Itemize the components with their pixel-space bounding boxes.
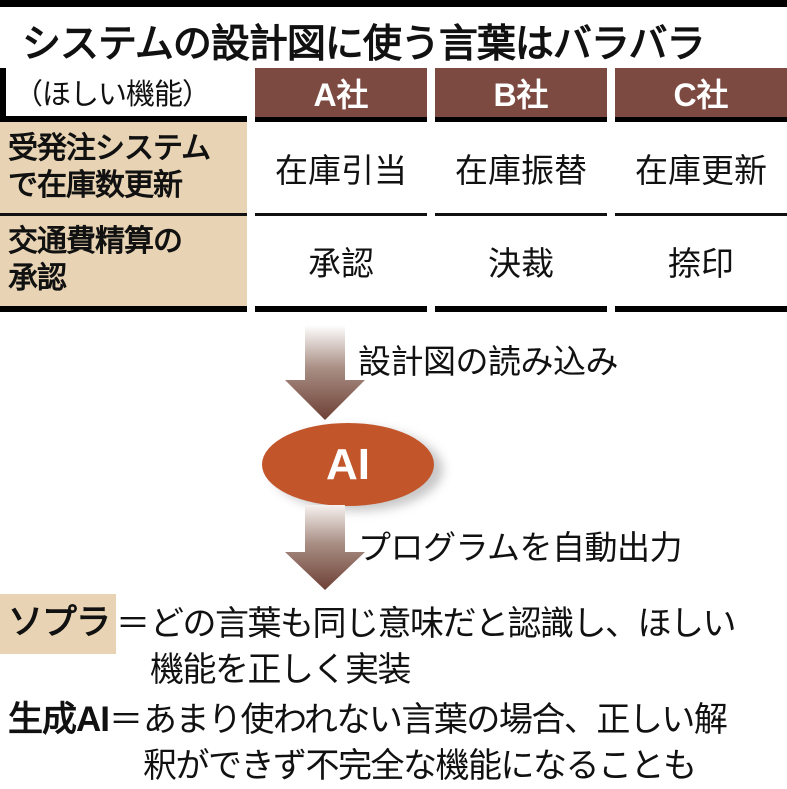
equals-sign: ＝ bbox=[116, 605, 151, 643]
down-arrow-icon bbox=[285, 505, 365, 590]
feature-cell-approval: 交通費精算の 承認 bbox=[0, 216, 247, 312]
terminology-table: （ほしい機能） A社 B社 C社 受発注システム で在庫数更新 在庫引当 在庫振… bbox=[0, 68, 787, 312]
table-cell: 決裁 bbox=[435, 216, 607, 312]
ai-node-label: AI bbox=[326, 439, 370, 489]
definition-line: 機能を正しく実装 bbox=[150, 651, 412, 689]
feature-line: 交通費精算の bbox=[8, 225, 183, 259]
definition-line: どの言葉も同じ意味だと認識し、ほしい bbox=[150, 605, 737, 643]
equals-sign: ＝ bbox=[109, 701, 144, 739]
flow-step1-label: 設計図の読み込み bbox=[358, 343, 619, 380]
definition-text: どの言葉も同じ意味だと認識し、ほしい 機能を正しく実装 bbox=[150, 594, 737, 693]
table-corner-label: （ほしい機能） bbox=[0, 68, 247, 122]
down-arrow-icon bbox=[285, 325, 365, 420]
table-cell: 承認 bbox=[255, 216, 427, 312]
feature-line: 承認 bbox=[8, 262, 67, 295]
feature-line: 受発注システム bbox=[8, 131, 211, 165]
table-cell: 在庫振替 bbox=[435, 122, 607, 216]
column-header-company-b: B社 bbox=[435, 68, 607, 122]
feature-cell-inventory: 受発注システム で在庫数更新 bbox=[0, 122, 247, 216]
table-cell: 在庫更新 bbox=[615, 122, 787, 216]
definition-genai: 生成AI ＝ あまり使われない言葉の場合、正しい解 釈ができず不完全な機能になる… bbox=[0, 690, 728, 789]
definition-term: ソプラ bbox=[0, 594, 117, 654]
ai-node: AI bbox=[262, 423, 434, 506]
table-cell: 捺印 bbox=[615, 216, 787, 312]
definition-sopra: ソプラ ＝ どの言葉も同じ意味だと認識し、ほしい 機能を正しく実装 bbox=[0, 594, 737, 693]
page-title: システムの設計図に使う言葉はバラバラ bbox=[22, 23, 705, 66]
definition-line: 釈ができず不完全な機能になることも bbox=[143, 747, 697, 785]
column-header-company-c: C社 bbox=[615, 68, 787, 122]
feature-line: で在庫数更新 bbox=[8, 168, 183, 202]
definition-term: 生成AI bbox=[8, 700, 110, 739]
definition-line: あまり使われない言葉の場合、正しい解 bbox=[143, 701, 728, 739]
definition-text: あまり使われない言葉の場合、正しい解 釈ができず不完全な機能になることも bbox=[143, 690, 728, 789]
top-rule bbox=[0, 0, 787, 7]
flow-step2-label: プログラムを自動出力 bbox=[358, 529, 683, 566]
column-header-company-a: A社 bbox=[255, 68, 427, 122]
table-cell: 在庫引当 bbox=[255, 122, 427, 216]
